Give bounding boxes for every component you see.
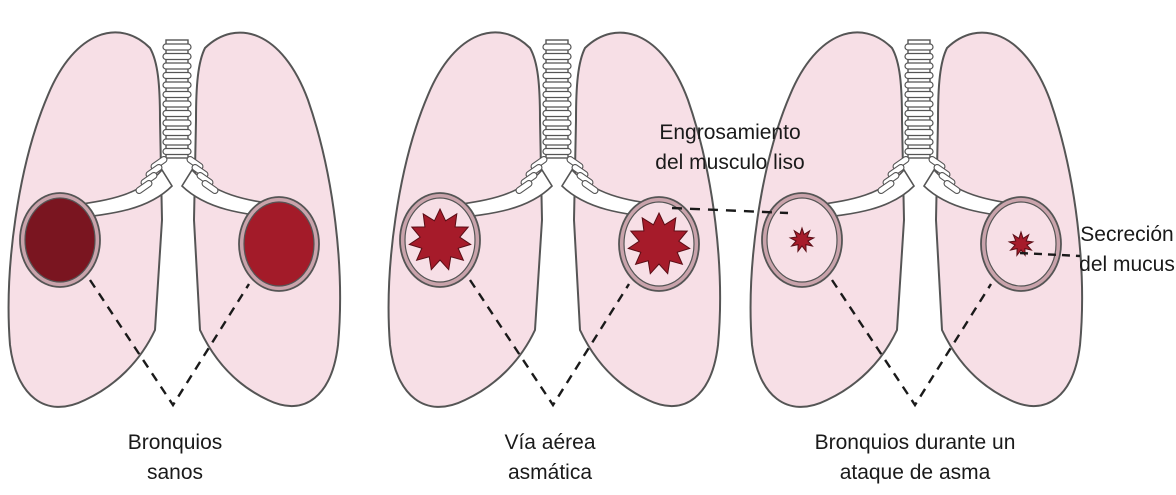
airway-section-right xyxy=(619,197,699,291)
caption-attack-line2: ataque de asma xyxy=(785,458,1045,488)
caption-healthy-line2: sanos xyxy=(95,458,255,488)
airway-section-left xyxy=(762,193,842,287)
airway-section-right xyxy=(981,197,1061,291)
caption-asthmatic-line1: Vía aérea xyxy=(470,428,630,458)
airway-section-right xyxy=(239,197,319,291)
caption-healthy-line1: Bronquios xyxy=(95,428,255,458)
caption-asthmatic-line2: asmática xyxy=(470,458,630,488)
annotation-mucus-line2: del mucus xyxy=(1078,250,1176,280)
caption-attack-line1: Bronquios durante un xyxy=(785,428,1045,458)
lungs-attack xyxy=(751,32,1082,407)
annotation-mucus-line1: Secreción xyxy=(1078,220,1176,250)
lungs-healthy xyxy=(9,32,340,407)
caption-healthy: Bronquios sanos xyxy=(95,428,255,488)
caption-asthmatic: Vía aérea asmática xyxy=(470,428,630,488)
caption-attack: Bronquios durante un ataque de asma xyxy=(785,428,1045,488)
lungs-asthmatic xyxy=(389,32,720,407)
airway-section-left xyxy=(400,193,480,287)
annotation-smooth-muscle-line2: del musculo liso xyxy=(640,148,820,178)
annotation-smooth-muscle-line1: Engrosamiento xyxy=(640,118,820,148)
annotation-mucus: Secreción del mucus xyxy=(1078,220,1176,280)
annotation-smooth-muscle: Engrosamiento del musculo liso xyxy=(640,118,820,178)
airway-section-left xyxy=(20,193,100,287)
